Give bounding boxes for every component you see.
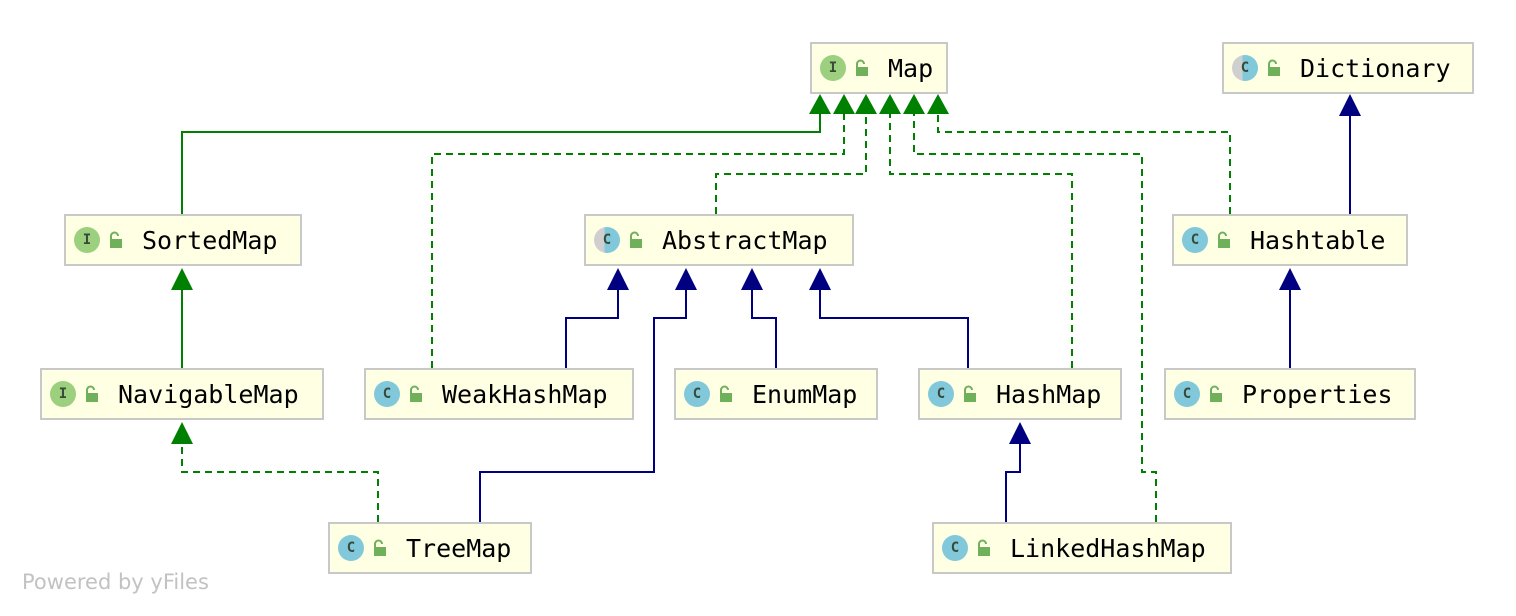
green-arrowheads	[171, 94, 949, 444]
node-map[interactable]: I Map	[810, 42, 948, 94]
unlock-icon	[856, 59, 868, 76]
unlock-icon	[978, 539, 990, 556]
unlock-icon	[1210, 385, 1222, 402]
unlock-icon	[86, 385, 98, 402]
edge-linkedhashmap-map	[913, 112, 1157, 522]
unlock-icon	[374, 539, 386, 556]
edge-abstractmap-map	[715, 112, 867, 214]
class-icon: C	[1174, 381, 1200, 407]
class-name: Dictionary	[1300, 53, 1451, 83]
arrowhead	[1009, 422, 1031, 444]
node-hashtable[interactable]: C Hashtable	[1172, 214, 1408, 266]
arrowhead	[879, 94, 901, 114]
interface-icon: I	[74, 227, 100, 253]
unlock-icon	[964, 385, 976, 402]
class-extends-edges	[479, 116, 1351, 522]
class-icon: C	[928, 381, 954, 407]
class-name: WeakHashMap	[442, 379, 608, 409]
node-enummap[interactable]: C EnumMap	[674, 368, 878, 420]
implements-edges	[181, 112, 1231, 522]
unlock-icon	[720, 385, 732, 402]
edge-linkedhashmap-hashmap	[1005, 444, 1021, 522]
arrowhead	[809, 94, 831, 114]
class-name: TreeMap	[406, 533, 512, 563]
arrowhead	[903, 94, 925, 114]
arrowhead	[171, 268, 193, 290]
edge-treemap-abstractmap	[479, 290, 687, 522]
edge-hashtable-map	[937, 112, 1231, 214]
class-name: LinkedHashMap	[1010, 533, 1206, 563]
arrowhead	[675, 268, 697, 290]
unlock-icon	[1218, 231, 1230, 248]
unlock-icon	[110, 231, 122, 248]
arrowhead	[1339, 94, 1361, 116]
class-name: Map	[888, 53, 934, 83]
unlock-icon	[630, 231, 642, 248]
class-name: Properties	[1242, 379, 1393, 409]
class-name: HashMap	[996, 379, 1102, 409]
class-icon: C	[374, 381, 400, 407]
class-name: NavigableMap	[118, 379, 299, 409]
class-icon: C	[1182, 227, 1208, 253]
arrowhead	[927, 94, 949, 114]
class-name: EnumMap	[752, 379, 858, 409]
class-name: Hashtable	[1250, 225, 1386, 255]
class-name: AbstractMap	[662, 225, 828, 255]
edge-treemap-navigablemap	[181, 444, 379, 522]
edge-hashmap-map	[889, 112, 1073, 368]
node-properties[interactable]: C Properties	[1164, 368, 1416, 420]
node-dictionary[interactable]: C Dictionary	[1222, 42, 1474, 94]
node-sortedmap[interactable]: I SortedMap	[64, 214, 302, 266]
abstract-class-icon: C	[1232, 55, 1258, 81]
node-weakhashmap[interactable]: C WeakHashMap	[364, 368, 634, 420]
unlock-icon	[410, 385, 422, 402]
blue-arrowheads	[607, 94, 1361, 444]
arrowhead	[809, 268, 831, 290]
class-name: SortedMap	[142, 225, 278, 255]
edge-weakhashmap-abstractmap	[565, 290, 619, 368]
powered-by-footer: Powered by yFiles	[22, 570, 209, 594]
arrowhead	[1279, 268, 1301, 290]
node-treemap[interactable]: C TreeMap	[328, 522, 532, 574]
edge-enummap-abstractmap	[751, 290, 777, 368]
edge-weakhashmap-map	[431, 112, 845, 368]
arrowhead	[833, 94, 855, 114]
interface-extends-edges	[181, 112, 821, 368]
interface-icon: I	[50, 381, 76, 407]
arrowhead	[171, 422, 193, 444]
node-linkedhashmap[interactable]: C LinkedHashMap	[932, 522, 1232, 574]
edge-sortedmap-map	[181, 112, 821, 214]
arrowhead	[607, 268, 629, 290]
node-hashmap[interactable]: C HashMap	[918, 368, 1122, 420]
arrowhead	[855, 94, 877, 114]
abstract-class-icon: C	[594, 227, 620, 253]
arrowhead	[741, 268, 763, 290]
node-navigablemap[interactable]: I NavigableMap	[40, 368, 324, 420]
class-icon: C	[942, 535, 968, 561]
class-icon: C	[338, 535, 364, 561]
interface-icon: I	[820, 55, 846, 81]
node-abstractmap[interactable]: C AbstractMap	[584, 214, 854, 266]
edge-hashmap-abstractmap	[819, 290, 969, 368]
unlock-icon	[1268, 59, 1280, 76]
class-icon: C	[684, 381, 710, 407]
